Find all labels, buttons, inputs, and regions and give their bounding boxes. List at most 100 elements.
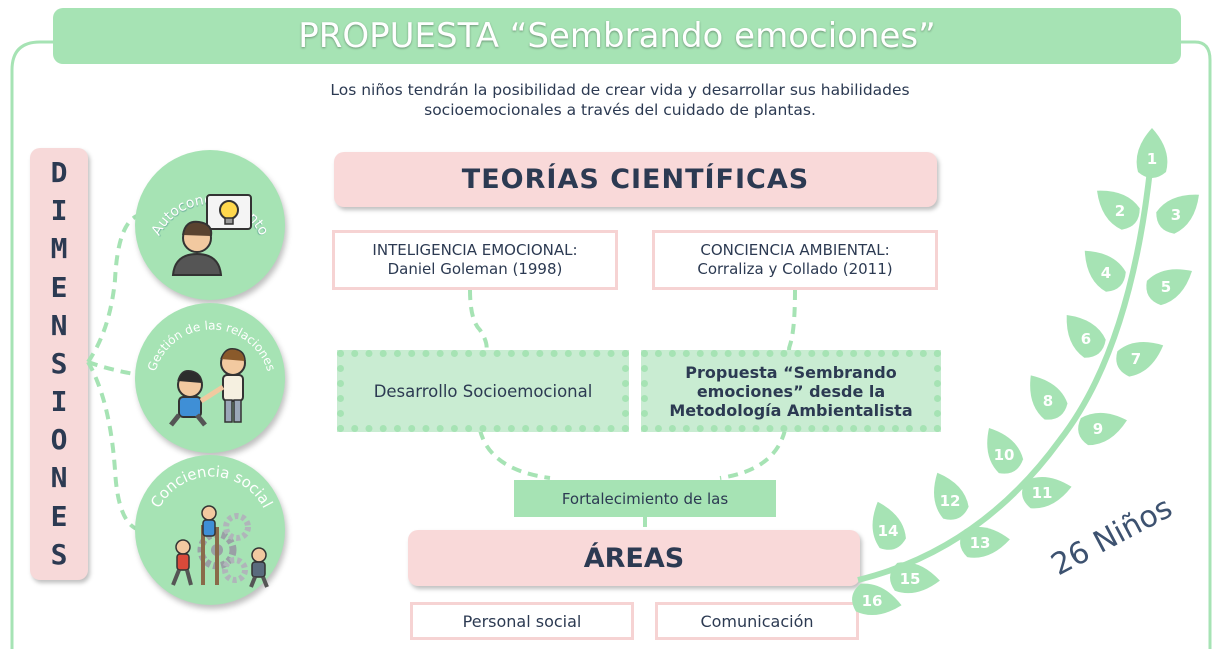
leaf-number: 3 bbox=[1171, 206, 1181, 224]
leaf-shape bbox=[1078, 412, 1127, 446]
dimensions-letter: E bbox=[50, 499, 68, 533]
leaf-shape bbox=[872, 501, 906, 550]
leaf-number: 14 bbox=[878, 522, 899, 540]
dimensions-letter: I bbox=[50, 385, 68, 419]
dimensions-letter: M bbox=[50, 232, 68, 266]
leaf-shape bbox=[1066, 315, 1106, 358]
intro-line-2: socioemocionales a través del cuidado de… bbox=[424, 101, 816, 119]
dimensions-letter: D bbox=[50, 156, 68, 190]
leaf: 10 bbox=[987, 428, 1024, 474]
proposal-box: Propuesta “Sembrando emociones” desde la… bbox=[641, 350, 941, 432]
dimension-label: Conciencia social bbox=[147, 463, 276, 511]
leaf: 4 bbox=[1084, 250, 1126, 292]
leaf-number: 16 bbox=[862, 592, 883, 610]
leaf-number: 13 bbox=[970, 534, 991, 552]
theory-name: CONCIENCIA AMBIENTAL: bbox=[700, 241, 890, 259]
theories-title: TEORÍAS CIENTÍFICAS bbox=[461, 164, 810, 195]
leaf-shape bbox=[1084, 250, 1126, 292]
proposal-line-2: emociones” desde la bbox=[696, 381, 886, 401]
leaf-shape bbox=[852, 583, 902, 616]
theory-name: INTELIGENCIA EMOCIONAL: bbox=[372, 241, 578, 259]
leaf: 2 bbox=[1097, 190, 1140, 230]
leaf-shape bbox=[1146, 269, 1192, 306]
strengthening-box: Fortalecimiento de las bbox=[514, 480, 776, 517]
area-comunicacion: Comunicación bbox=[655, 602, 859, 640]
leaf-number: 7 bbox=[1131, 350, 1141, 368]
proposal-line-3: Metodología Ambientalista bbox=[669, 400, 913, 420]
leaf: 1 bbox=[1136, 128, 1168, 178]
dimensions-letter: N bbox=[50, 461, 68, 495]
leaf-number: 9 bbox=[1093, 420, 1103, 438]
leaf: 13 bbox=[960, 526, 1010, 558]
leaf-number: 10 bbox=[994, 446, 1015, 464]
intro-line-1: Los niños tendrán la posibilidad de crea… bbox=[330, 81, 910, 99]
leaf: 5 bbox=[1146, 269, 1192, 306]
leaf-number: 4 bbox=[1101, 264, 1111, 282]
area-personal-social: Personal social bbox=[410, 602, 634, 640]
leaf-shape bbox=[1116, 342, 1164, 377]
dimension-label: Gestión de las relaciones bbox=[145, 319, 278, 373]
areas-header: ÁREAS bbox=[408, 530, 860, 586]
leaf: 8 bbox=[1030, 375, 1068, 420]
dimension-conciencia-social: Conciencia social bbox=[135, 455, 285, 605]
dimensions-letter: O bbox=[50, 423, 68, 457]
dimensions-letter: S bbox=[50, 537, 68, 571]
leaf: 9 bbox=[1078, 412, 1127, 446]
leaf: 7 bbox=[1116, 342, 1164, 377]
leaf: 15 bbox=[890, 562, 940, 594]
leaf: 6 bbox=[1066, 315, 1106, 358]
leaf: 16 bbox=[852, 583, 902, 616]
dimensions-bar: D I M E N S I O N E S bbox=[30, 148, 88, 580]
leaf: 14 bbox=[872, 501, 906, 550]
leaf-shape bbox=[1097, 190, 1140, 230]
leaf-shape bbox=[890, 562, 940, 594]
svg-text:Gestión de las relaciones: Gestión de las relaciones bbox=[145, 319, 278, 373]
leaf-shape bbox=[934, 472, 969, 520]
leaf-number: 12 bbox=[940, 492, 961, 510]
theory-emotional-intelligence: INTELIGENCIA EMOCIONAL: Daniel Goleman (… bbox=[332, 230, 618, 290]
leaf-number: 1 bbox=[1147, 150, 1157, 168]
leaf-number: 2 bbox=[1115, 202, 1125, 220]
teamwork-gears-icon bbox=[171, 505, 269, 588]
theory-environmental-awareness: CONCIENCIA AMBIENTAL: Corraliza y Collad… bbox=[652, 230, 938, 290]
dimension-circle-art: Autoconocimiento bbox=[149, 192, 271, 276]
dimensions-letter: N bbox=[50, 308, 68, 342]
development-label: Desarrollo Socioemocional bbox=[373, 381, 593, 401]
dimensions-letter: E bbox=[50, 270, 68, 304]
areas-title: ÁREAS bbox=[583, 542, 685, 574]
development-box: Desarrollo Socioemocional bbox=[337, 350, 629, 432]
leaf-number: 5 bbox=[1161, 278, 1171, 296]
dimension-gestion-relaciones: Gestión de las relaciones bbox=[135, 303, 285, 453]
leaf-shape bbox=[987, 428, 1024, 474]
area-label: Personal social bbox=[462, 611, 582, 631]
theory-author: Corraliza y Collado (2011) bbox=[697, 260, 893, 278]
leaf-number: 15 bbox=[900, 570, 921, 588]
leaf-number: 11 bbox=[1032, 484, 1053, 502]
leaf-number: 6 bbox=[1081, 330, 1091, 348]
branch-stem bbox=[857, 169, 1153, 583]
dimension-autoconocimiento: Autoconocimiento bbox=[135, 150, 285, 300]
leaf-shape bbox=[1022, 476, 1072, 509]
leaf-shape bbox=[960, 526, 1010, 558]
svg-text:Conciencia social: Conciencia social bbox=[147, 463, 276, 511]
title-banner: PROPUESTA “Sembrando emociones” bbox=[53, 8, 1181, 64]
leaf: 11 bbox=[1022, 476, 1072, 509]
children-helping-icon bbox=[169, 347, 246, 427]
leaf-shape bbox=[1136, 128, 1168, 178]
theories-header: TEORÍAS CIENTÍFICAS bbox=[334, 152, 937, 207]
intro-text: Los niños tendrán la posibilidad de crea… bbox=[300, 80, 940, 120]
dimensions-letter: I bbox=[50, 194, 68, 228]
strengthening-label: Fortalecimiento de las bbox=[561, 489, 729, 508]
dimension-circle-art: Conciencia social bbox=[147, 463, 276, 588]
dimension-circle-art: Gestión de las relaciones bbox=[145, 319, 278, 427]
theory-author: Daniel Goleman (1998) bbox=[387, 260, 563, 278]
leaf-shape bbox=[1156, 194, 1199, 234]
person-idea-icon bbox=[171, 194, 252, 276]
area-label: Comunicación bbox=[700, 611, 814, 631]
leaf: 12 bbox=[934, 472, 969, 520]
dimensions-letter: S bbox=[50, 346, 68, 380]
proposal-line-1: Propuesta “Sembrando bbox=[685, 362, 897, 382]
